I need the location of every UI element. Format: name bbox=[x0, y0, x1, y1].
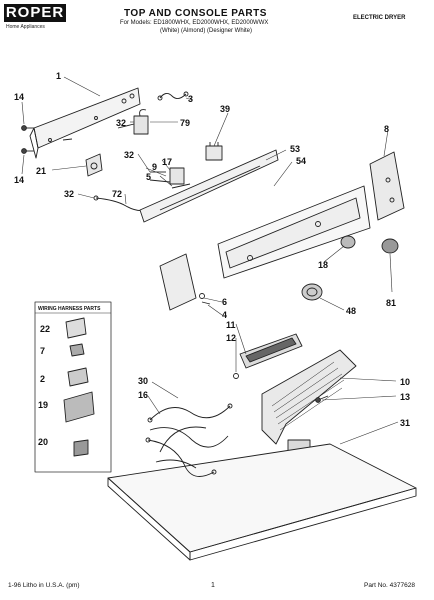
callout-31: 16 bbox=[138, 390, 148, 400]
callout-6: 6 bbox=[222, 297, 227, 307]
leader-lines bbox=[21, 76, 399, 445]
callout-14-bottom: 14 bbox=[14, 175, 24, 185]
callout-72: 72 bbox=[112, 189, 122, 199]
brand-logo: ROPER bbox=[4, 4, 66, 22]
callout-32-mid: 32 bbox=[124, 150, 134, 160]
callout-14-top: 14 bbox=[14, 92, 24, 102]
lint-screen-part bbox=[261, 349, 357, 455]
color-list: (White) (Almond) (Designer White) bbox=[160, 28, 253, 34]
left-end-cap-part bbox=[159, 253, 211, 311]
wiring-harness-part bbox=[145, 403, 233, 477]
knob-part bbox=[301, 235, 399, 301]
callout-48: 48 bbox=[346, 306, 356, 316]
appliance-type: ELECTRIC DRYER bbox=[353, 15, 406, 21]
callout-2: 2 bbox=[40, 374, 45, 384]
end-cap-part bbox=[369, 151, 405, 221]
console-rail-part bbox=[139, 149, 279, 223]
callout-21: 21 bbox=[36, 166, 46, 176]
timer-part bbox=[117, 109, 149, 135]
top-panel-part bbox=[107, 443, 417, 561]
callout-16: 31 bbox=[400, 418, 410, 428]
callout-17: 17 bbox=[162, 157, 172, 167]
start-switch-part bbox=[85, 153, 103, 177]
callout-39: 39 bbox=[220, 104, 230, 114]
wiring-box-title: WIRING HARNESS PARTS bbox=[38, 306, 101, 312]
wire-clip-part bbox=[157, 91, 189, 101]
callout-81: 81 bbox=[386, 298, 396, 308]
bracket-part bbox=[149, 167, 191, 189]
callout-20: 20 bbox=[38, 437, 48, 447]
callout-7: 7 bbox=[40, 346, 45, 356]
callout-4: 4 bbox=[222, 310, 227, 320]
brand-subtitle: Home Appliances bbox=[6, 24, 45, 30]
wiring-box bbox=[34, 301, 112, 473]
callout-8: 8 bbox=[384, 124, 389, 134]
callout-10: 10 bbox=[400, 377, 410, 387]
callout-9: 9 bbox=[152, 162, 157, 172]
callout-13: 13 bbox=[400, 392, 410, 402]
footer-litho: 1-96 Litho in U.S.A. (pm) bbox=[8, 582, 80, 589]
part-number: Part No. 4377628 bbox=[364, 582, 415, 589]
model-list: For Models: ED1800WHX, ED2000WHX, ED2000… bbox=[120, 20, 269, 26]
rear-panel-part bbox=[29, 87, 141, 159]
page-number: 1 bbox=[211, 582, 215, 589]
screw-part bbox=[21, 125, 73, 154]
callout-30: 30 bbox=[138, 376, 148, 386]
page-title: TOP AND CONSOLE PARTS bbox=[124, 8, 267, 19]
console-panel-part bbox=[217, 185, 371, 279]
callout-22: 22 bbox=[40, 324, 50, 334]
switch-part bbox=[205, 142, 223, 161]
callout-18: 18 bbox=[318, 260, 328, 270]
screw-part bbox=[315, 395, 329, 403]
callout-32-low: 32 bbox=[64, 189, 74, 199]
callout-53: 53 bbox=[290, 144, 300, 154]
callout-32-timer: 32 bbox=[116, 118, 126, 128]
callout-3: 3 bbox=[188, 94, 193, 104]
lint-housing-part bbox=[233, 333, 303, 379]
callout-5: 5 bbox=[146, 172, 151, 182]
callout-54: 54 bbox=[296, 156, 306, 166]
callout-79: 79 bbox=[180, 118, 190, 128]
callout-1: 1 bbox=[56, 71, 61, 81]
callout-11: 11 bbox=[226, 320, 236, 330]
callout-12: 12 bbox=[226, 333, 236, 343]
callout-19: 19 bbox=[38, 400, 48, 410]
